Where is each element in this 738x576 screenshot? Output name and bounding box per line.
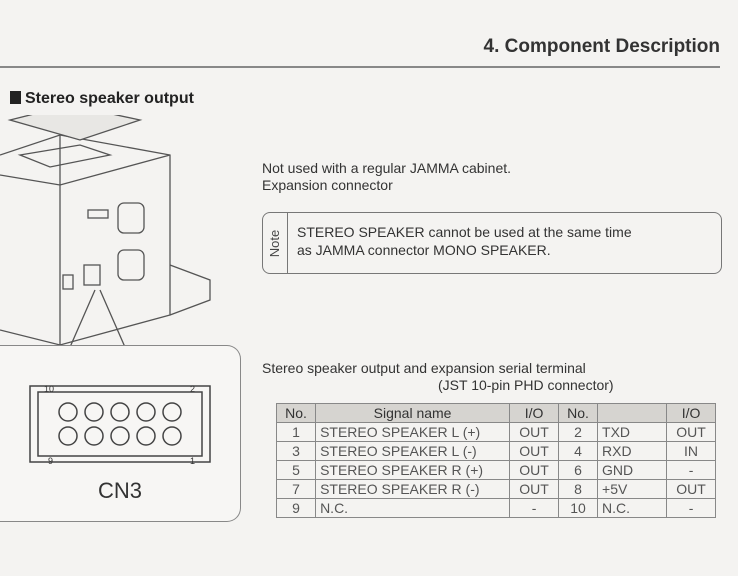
cell-io: OUT bbox=[509, 479, 559, 499]
header-rule bbox=[0, 66, 720, 68]
pin-label-2: 2 bbox=[190, 384, 195, 394]
note-label: Note bbox=[267, 229, 283, 257]
cell-io: - bbox=[509, 498, 559, 518]
pin-label-9: 9 bbox=[48, 456, 53, 466]
cell-io-2: OUT bbox=[666, 422, 716, 442]
cell-signal-name: N.C. bbox=[315, 498, 511, 518]
cell-io: OUT bbox=[509, 460, 559, 480]
intro-line-1: Not used with a regular JAMMA cabinet. bbox=[262, 160, 512, 176]
table-caption: Stereo speaker output and expansion seri… bbox=[262, 360, 614, 394]
cell-no: 5 bbox=[275, 460, 317, 480]
cell-no: 1 bbox=[275, 422, 317, 442]
note-line-2: as JAMMA connector MONO SPEAKER. bbox=[297, 242, 551, 258]
cell-no-2: 6 bbox=[557, 460, 599, 480]
cell-io: OUT bbox=[509, 422, 559, 442]
cell-signal-2: GND bbox=[597, 460, 668, 480]
pin-label-1: 1 bbox=[190, 456, 195, 466]
cell-no: 7 bbox=[275, 479, 317, 499]
header-no-2: No. bbox=[557, 403, 599, 423]
cell-no-2: 2 bbox=[557, 422, 599, 442]
intro-text: Not used with a regular JAMMA cabinet. E… bbox=[262, 160, 511, 194]
cell-io-2: IN bbox=[666, 441, 716, 461]
table-header-row: No. Signal name I/O No. I/O bbox=[275, 403, 716, 423]
pin-hole bbox=[162, 402, 182, 422]
cell-no: 9 bbox=[275, 498, 317, 518]
cell-signal-name: STEREO SPEAKER R (+) bbox=[315, 460, 511, 480]
chapter-header: 4. Component Description bbox=[483, 36, 720, 57]
pin-hole bbox=[84, 402, 104, 422]
pin-hole bbox=[58, 426, 78, 446]
header-signal-2 bbox=[597, 403, 668, 423]
note-label-cell: Note bbox=[263, 213, 288, 273]
cell-io: OUT bbox=[509, 441, 559, 461]
cell-signal-name: STEREO SPEAKER R (-) bbox=[315, 479, 511, 499]
cell-no: 3 bbox=[275, 441, 317, 461]
cell-signal-2: +5V bbox=[597, 479, 668, 499]
board-illustration bbox=[0, 115, 211, 371]
caption-line-2: (JST 10-pin PHD connector) bbox=[438, 377, 614, 393]
cell-signal-2: N.C. bbox=[597, 498, 668, 518]
pin-label-10: 10 bbox=[44, 384, 54, 394]
cell-signal-2: TXD bbox=[597, 422, 668, 442]
pin-hole bbox=[110, 402, 130, 422]
pin-hole bbox=[84, 426, 104, 446]
connector-callout: 10 2 9 1 CN3 bbox=[0, 345, 241, 522]
cell-signal-name: STEREO SPEAKER L (+) bbox=[315, 422, 511, 442]
caption-line-1: Stereo speaker output and expansion seri… bbox=[262, 360, 586, 376]
cell-no-2: 8 bbox=[557, 479, 599, 499]
header-io-2: I/O bbox=[666, 403, 716, 423]
section-title: Stereo speaker output bbox=[10, 90, 194, 108]
cn3-pinout-diagram: 10 2 9 1 bbox=[29, 384, 211, 466]
cell-signal-name: STEREO SPEAKER L (-) bbox=[315, 441, 511, 461]
pin-hole bbox=[110, 426, 130, 446]
pin-hole bbox=[136, 402, 156, 422]
note-line-1: STEREO SPEAKER cannot be used at the sam… bbox=[297, 224, 632, 240]
pin-hole bbox=[58, 402, 78, 422]
cell-no-2: 10 bbox=[557, 498, 599, 518]
header-signal-name: Signal name bbox=[315, 403, 511, 423]
intro-line-2: Expansion connector bbox=[262, 177, 393, 193]
cell-signal-2: RXD bbox=[597, 441, 668, 461]
cell-io-2: - bbox=[666, 460, 716, 480]
cell-io-2: - bbox=[666, 498, 716, 518]
cell-io-2: OUT bbox=[666, 479, 716, 499]
connector-name: CN3 bbox=[97, 478, 142, 503]
pin-hole bbox=[162, 426, 182, 446]
note-box: Note STEREO SPEAKER cannot be used at th… bbox=[262, 212, 722, 274]
header-no: No. bbox=[275, 403, 317, 423]
cell-no-2: 4 bbox=[557, 441, 599, 461]
header-io: I/O bbox=[509, 403, 559, 423]
pin-hole bbox=[136, 426, 156, 446]
